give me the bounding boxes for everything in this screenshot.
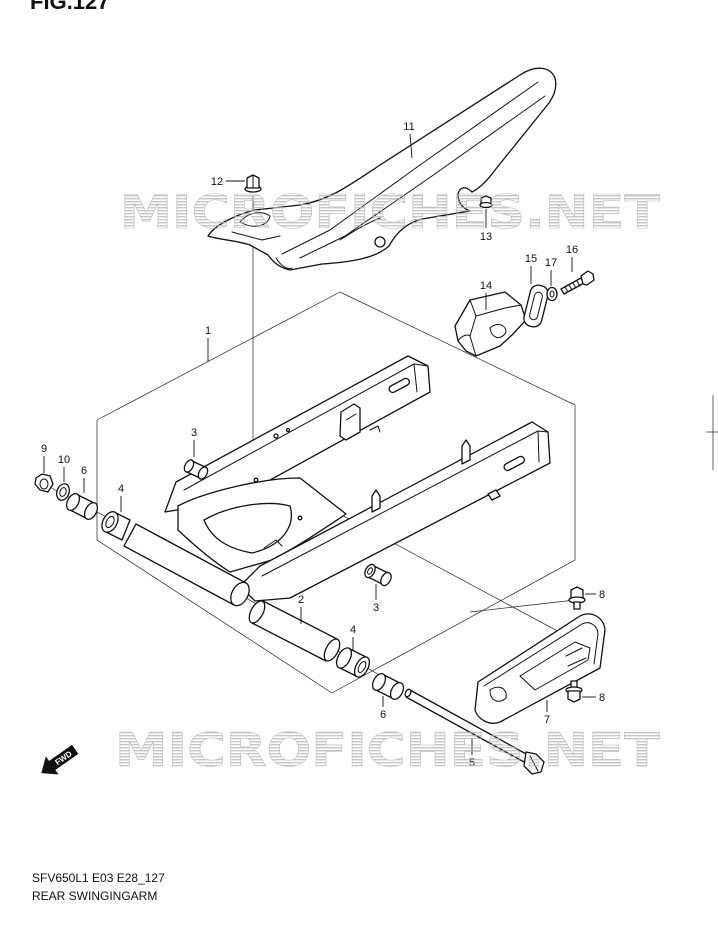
swingarm-1 [123,355,551,607]
callout-label: 8 [599,589,605,601]
washer-10 [56,483,70,501]
callout-label: 6 [81,465,87,477]
callout-label: 4 [350,624,356,636]
collar-2 [248,600,341,662]
bolt-8-lower [565,680,583,703]
bolt-8-upper [568,586,586,610]
watermark-bottom: MICROFICHES.NET [115,723,661,777]
spacer-3-lower [364,563,392,587]
page-edge-mark [706,395,718,470]
callout-label: 2 [298,594,304,606]
bushing-6-lower [371,672,405,701]
pivot-shaft-5 [404,688,545,775]
plate-15 [523,284,549,328]
diagram-caption: REAR SWINGINGARM [32,889,157,903]
figure-title: FIG.127 [30,0,109,14]
callout-label: 17 [545,257,557,269]
assembly-outline [96,291,576,694]
callout-label: 12 [211,176,223,188]
callout-label: 8 [599,692,605,704]
callout-label: 7 [544,714,550,726]
bolt-13 [479,195,493,209]
callout-label: 14 [480,280,492,292]
watermark-top: MICROFICHES.NET [120,185,661,239]
forward-arrow-icon: FWD [41,744,79,775]
bushing-4-upper [101,511,131,541]
callout-label: 15 [525,253,537,265]
bracket-14 [454,291,527,357]
washer-17 [546,286,558,302]
bolt-12 [244,174,262,193]
callouts: 11 12 13 15 16 17 14 1 3 9 10 6 4 2 3 4 … [41,121,605,769]
callout-label: 6 [380,709,386,721]
callout-label: 3 [373,602,379,614]
bushing-4-lower [335,647,371,678]
chain-guard [207,67,557,271]
callout-label: 10 [58,454,70,466]
callout-label: 16 [566,244,578,256]
callout-label: 13 [480,231,492,243]
pivot-plate-7 [474,613,606,724]
callout-label: 1 [205,325,211,337]
callout-label: 3 [191,427,197,439]
leader-lines [43,133,596,755]
callout-label: 9 [41,443,47,455]
bolt-16 [560,270,595,295]
callout-label: 4 [118,483,124,495]
spacer-3-upper [183,459,209,480]
callout-label: 11 [403,121,414,133]
model-code: SFV650L1 E03 E28_127 [32,871,165,885]
callout-label: 5 [469,757,475,769]
bushing-6-upper [65,492,99,521]
nut-9 [34,473,54,493]
